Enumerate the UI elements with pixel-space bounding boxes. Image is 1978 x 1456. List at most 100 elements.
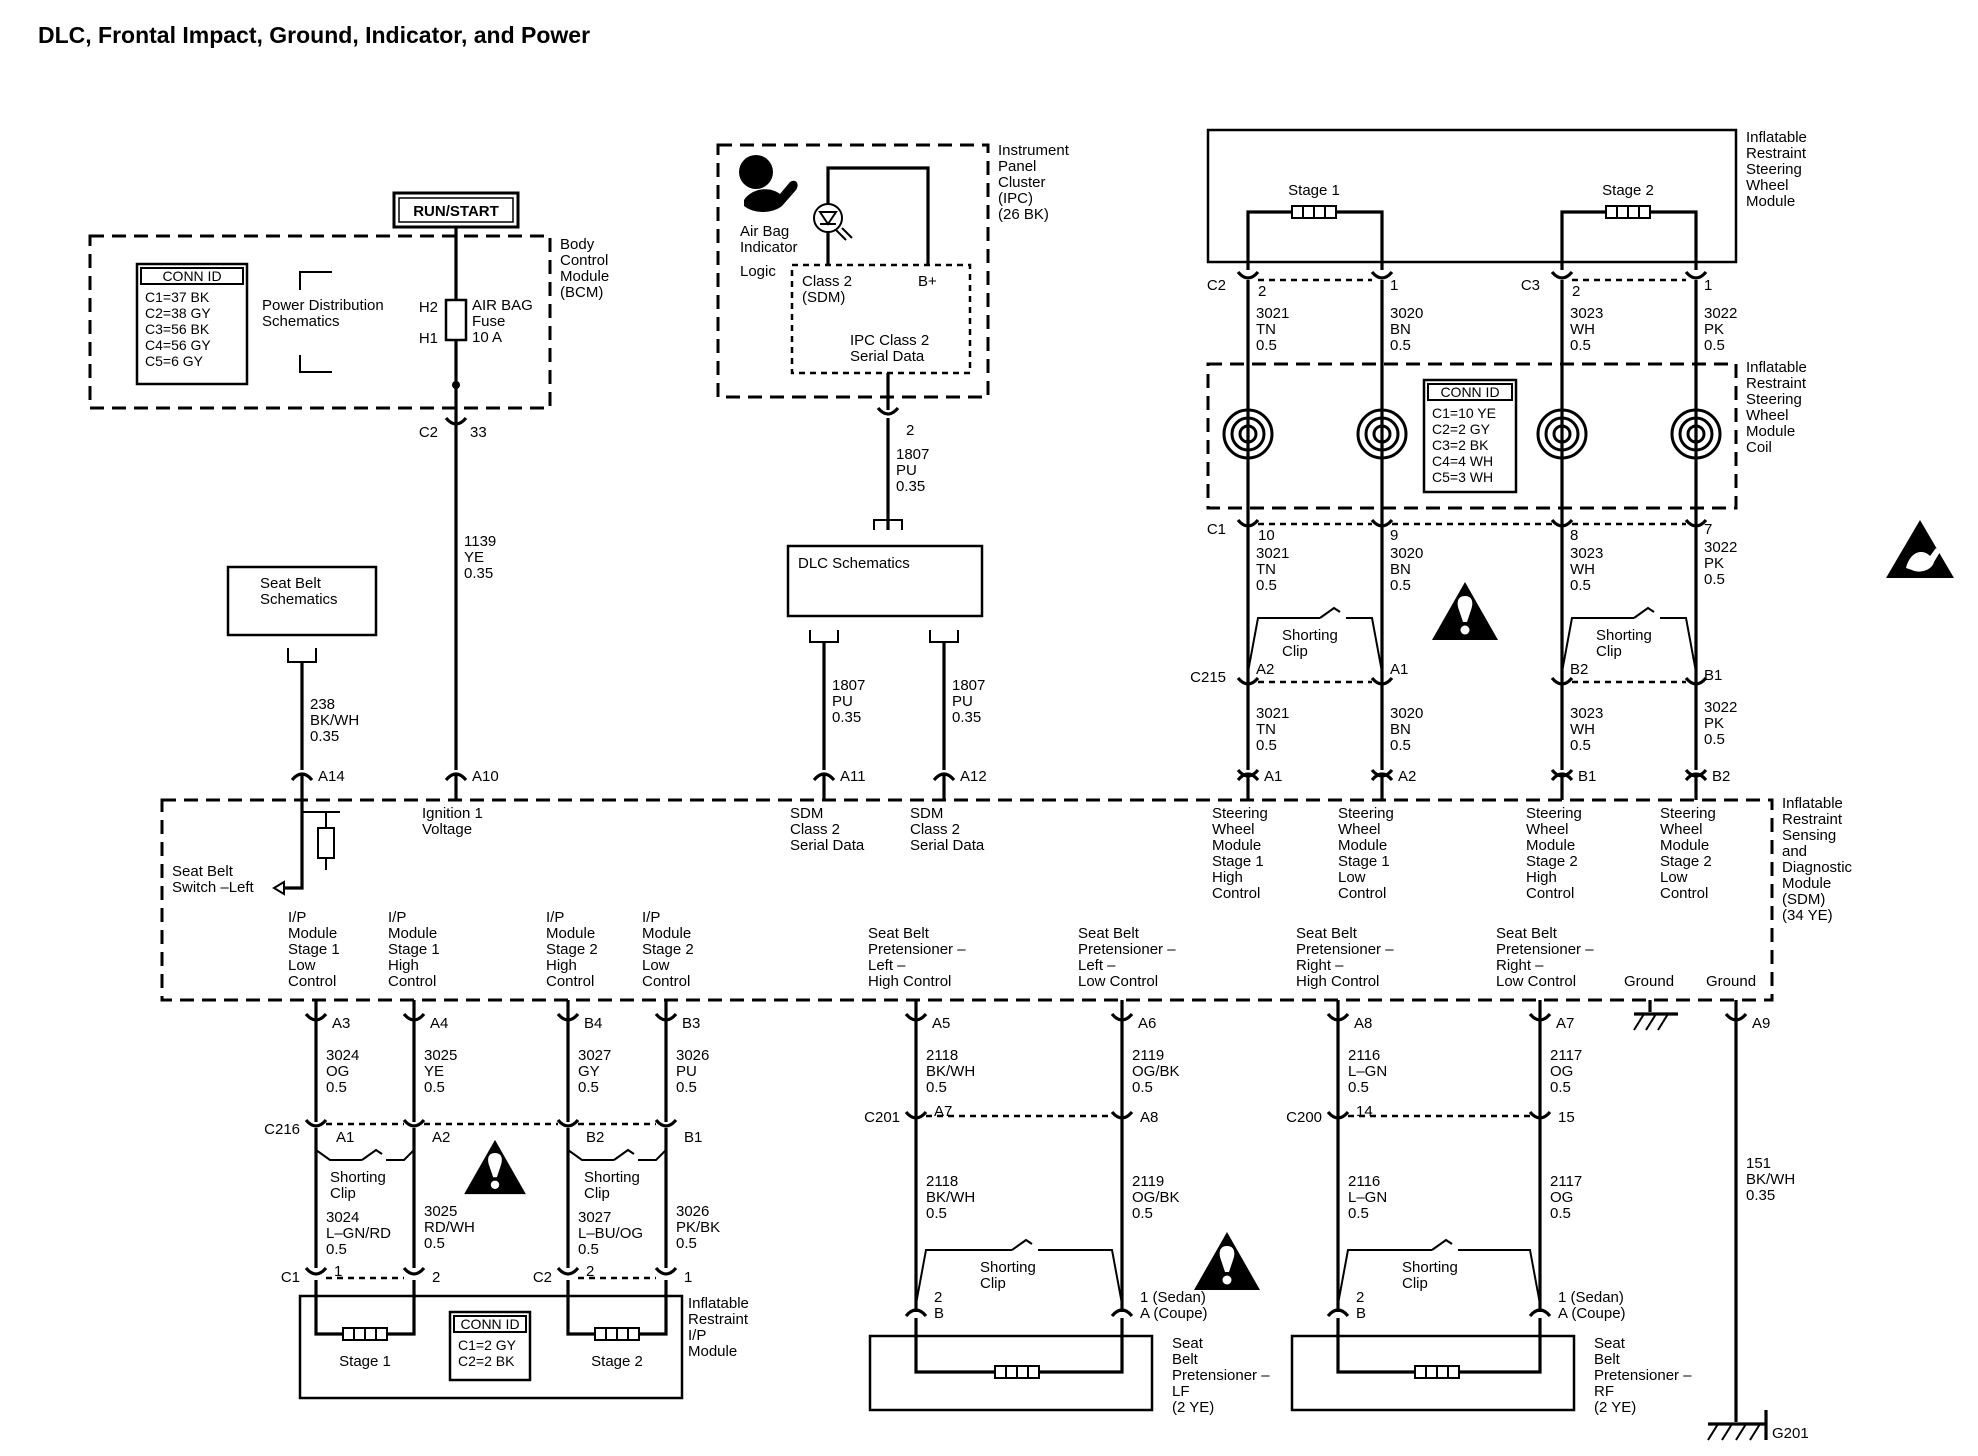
svg-text:Steering: Steering <box>1660 805 1716 822</box>
svg-text:PU: PU <box>676 1063 697 1080</box>
svg-text:10: 10 <box>1258 527 1275 544</box>
svg-text:C1: C1 <box>281 1269 300 1286</box>
svg-text:Module: Module <box>546 925 595 942</box>
svg-text:OG/BK: OG/BK <box>1132 1189 1180 1206</box>
ground-point-label: G201 <box>1772 1425 1809 1442</box>
svg-text:OG: OG <box>1550 1063 1573 1080</box>
svg-text:(2 YE): (2 YE) <box>1594 1399 1636 1416</box>
svg-text:C1=2 GY: C1=2 GY <box>458 1337 517 1353</box>
svg-text:3023: 3023 <box>1570 705 1603 722</box>
svg-text:0.5: 0.5 <box>926 1205 947 1222</box>
svg-text:Panel: Panel <box>998 158 1036 175</box>
svg-text:3022: 3022 <box>1704 305 1737 322</box>
svg-text:C201: C201 <box>864 1109 900 1126</box>
svg-text:Control: Control <box>1338 885 1386 902</box>
svg-text:A14: A14 <box>318 768 345 785</box>
svg-text:C1: C1 <box>1207 521 1226 538</box>
svg-text:Coil: Coil <box>1746 439 1772 456</box>
svg-text:Low: Low <box>642 957 670 974</box>
svg-text:Clip: Clip <box>330 1185 356 1202</box>
svg-text:1 (Sedan): 1 (Sedan) <box>1140 1289 1206 1306</box>
svg-text:1139: 1139 <box>464 533 496 550</box>
svg-text:0.5: 0.5 <box>1704 337 1725 354</box>
bcm-wire-label: 1139 YE 0.35 <box>464 533 496 582</box>
svg-text:PU: PU <box>832 693 853 710</box>
svg-text:0.5: 0.5 <box>578 1241 599 1258</box>
svg-text:RD/WH: RD/WH <box>424 1219 475 1236</box>
svg-text:PK: PK <box>1704 555 1724 572</box>
svg-text:GY: GY <box>578 1063 600 1080</box>
svg-text:(IPC): (IPC) <box>998 190 1033 207</box>
svg-text:A4: A4 <box>430 1015 448 1032</box>
warning-triangle-icon <box>1194 1232 1260 1290</box>
svg-text:Module: Module <box>1746 423 1795 440</box>
svg-text:IPC Class 2: IPC Class 2 <box>850 332 929 349</box>
svg-text:0.5: 0.5 <box>1132 1079 1153 1096</box>
svg-text:3022: 3022 <box>1704 699 1737 716</box>
svg-text:WH: WH <box>1570 561 1595 578</box>
run-start-label: RUN/START <box>413 203 499 220</box>
svg-text:Seat Belt: Seat Belt <box>1296 925 1358 942</box>
svg-text:Module: Module <box>1746 193 1795 210</box>
steering-wheel-coil: Inflatable Restraint Steering Wheel Modu… <box>1206 359 1807 544</box>
svg-text:0.5: 0.5 <box>1132 1205 1153 1222</box>
svg-text:PK: PK <box>1704 321 1724 338</box>
ipc-logic-box <box>790 263 972 375</box>
svg-text:TN: TN <box>1256 561 1276 578</box>
svg-text:Steering: Steering <box>1746 161 1802 178</box>
svg-text:238: 238 <box>310 696 335 713</box>
svg-text:0.5: 0.5 <box>1390 577 1411 594</box>
air-bag-fuse <box>444 298 468 342</box>
svg-text:1: 1 <box>1390 277 1398 294</box>
svg-text:B2: B2 <box>1570 661 1588 678</box>
svg-text:and: and <box>1782 843 1807 860</box>
svg-text:0.5: 0.5 <box>1570 337 1591 354</box>
svg-text:Seat Belt: Seat Belt <box>868 925 930 942</box>
svg-text:Wheel: Wheel <box>1660 821 1703 838</box>
svg-text:Class 2: Class 2 <box>910 821 960 838</box>
svg-text:BK/WH: BK/WH <box>310 712 359 729</box>
svg-text:Shorting: Shorting <box>1282 627 1338 644</box>
svg-text:3021: 3021 <box>1256 705 1289 722</box>
svg-text:1: 1 <box>1704 277 1712 294</box>
svg-text:0.5: 0.5 <box>926 1079 947 1096</box>
svg-text:2: 2 <box>1356 1289 1364 1306</box>
svg-text:A7: A7 <box>1556 1015 1574 1032</box>
svg-text:Power Distribution: Power Distribution <box>262 297 384 314</box>
svg-text:Stage 2: Stage 2 <box>1660 853 1712 870</box>
svg-text:A1: A1 <box>1264 768 1282 785</box>
svg-text:Shorting: Shorting <box>980 1259 1036 1276</box>
svg-text:Clip: Clip <box>1282 643 1308 660</box>
svg-text:Inflatable: Inflatable <box>1782 795 1843 812</box>
svg-text:C215: C215 <box>1190 669 1226 686</box>
svg-text:Diagnostic: Diagnostic <box>1782 859 1853 876</box>
svg-text:1: 1 <box>684 1269 692 1286</box>
svg-text:2119: 2119 <box>1132 1173 1164 1190</box>
svg-text:C5=3 WH: C5=3 WH <box>1432 469 1493 485</box>
svg-text:3027: 3027 <box>578 1209 611 1226</box>
svg-text:2: 2 <box>1258 283 1266 300</box>
svg-text:Clip: Clip <box>584 1185 610 1202</box>
svg-text:0.5: 0.5 <box>676 1079 697 1096</box>
ground-g201: 151 BK/WH 0.35 G201 <box>1707 1020 1809 1442</box>
svg-text:0.35: 0.35 <box>952 709 981 726</box>
svg-text:Control: Control <box>546 973 594 990</box>
svg-text:BN: BN <box>1390 321 1411 338</box>
svg-text:Clip: Clip <box>1596 643 1622 660</box>
svg-text:2117: 2117 <box>1550 1047 1582 1064</box>
svg-text:Restraint: Restraint <box>1782 811 1843 828</box>
svg-text:0.5: 0.5 <box>1550 1079 1571 1096</box>
svg-text:0.5: 0.5 <box>1390 737 1411 754</box>
c215-connector: C215 A2 A1 B2 B1 <box>1190 661 1722 686</box>
svg-text:LF: LF <box>1172 1383 1190 1400</box>
svg-text:3020: 3020 <box>1390 705 1423 722</box>
svg-text:Stage 2: Stage 2 <box>1526 853 1578 870</box>
svg-text:SDM: SDM <box>910 805 943 822</box>
svg-text:Belt: Belt <box>1594 1351 1621 1368</box>
svg-text:Module: Module <box>688 1343 737 1360</box>
svg-text:Ignition 1: Ignition 1 <box>422 805 483 822</box>
page-title: DLC, Frontal Impact, Ground, Indicator, … <box>38 22 591 48</box>
svg-text:Sensing: Sensing <box>1782 827 1836 844</box>
svg-text:L–BU/OG: L–BU/OG <box>578 1225 643 1242</box>
svg-text:8: 8 <box>1570 527 1578 544</box>
